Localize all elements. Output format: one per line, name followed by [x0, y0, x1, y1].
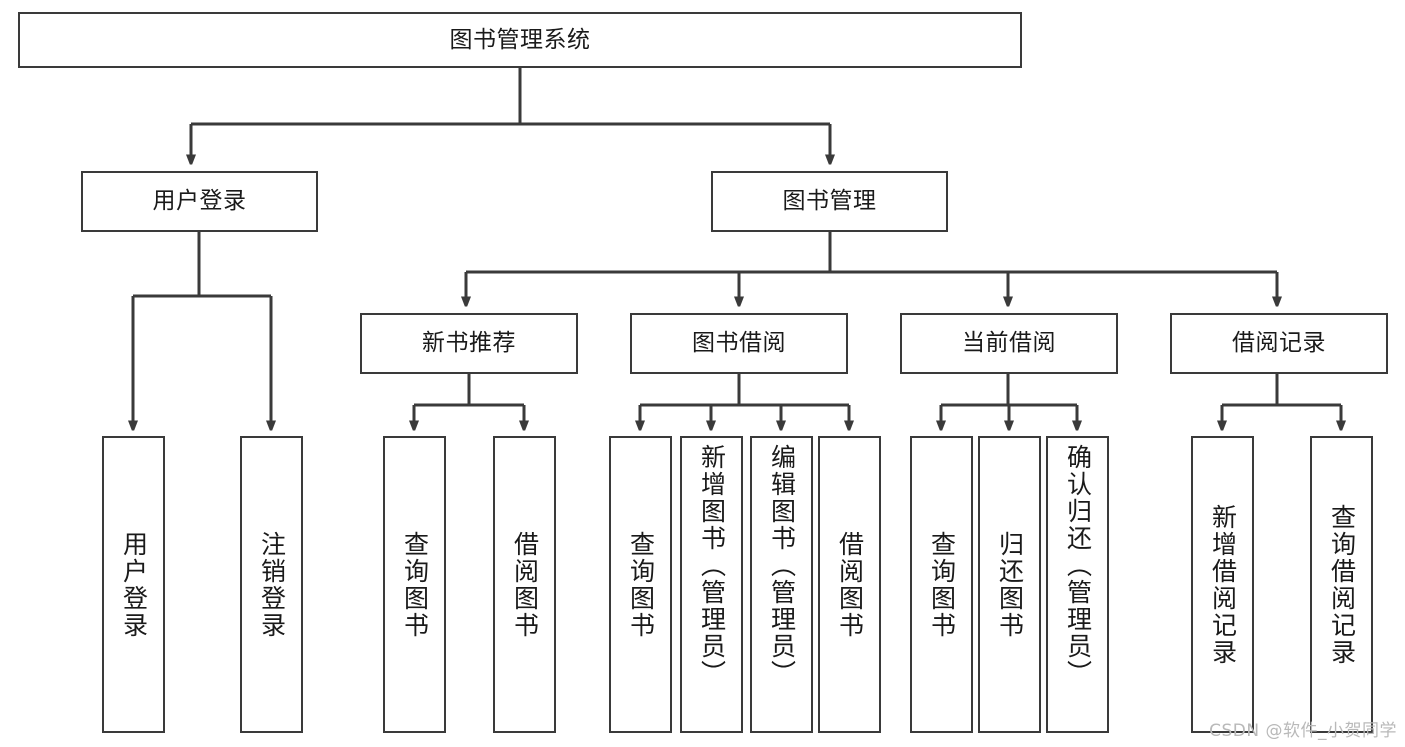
node-leaf-query-record-label: 查询借阅记录	[1327, 503, 1357, 666]
node-leaf-user-login[interactable]: 用户登录	[102, 436, 165, 733]
node-book-management-label: 图书管理	[782, 188, 877, 215]
node-leaf-borrow-book-1-label: 借阅图书	[510, 530, 540, 639]
node-user-login[interactable]: 用户登录	[81, 171, 318, 232]
node-leaf-user-logout-label: 注销登录	[257, 530, 287, 639]
node-user-login-label: 用户登录	[152, 188, 247, 215]
node-leaf-add-record-label: 新增借阅记录	[1208, 503, 1238, 666]
node-leaf-user-logout[interactable]: 注销登录	[240, 436, 303, 733]
node-borrow-record[interactable]: 借阅记录	[1170, 313, 1388, 374]
node-new-book-recommend[interactable]: 新书推荐	[360, 313, 578, 374]
node-book-borrow[interactable]: 图书借阅	[630, 313, 848, 374]
node-leaf-add-book[interactable]: 新增图书（管理员）	[680, 436, 743, 733]
node-book-borrow-label: 图书借阅	[692, 330, 786, 357]
node-leaf-borrow-book-2-label: 借阅图书	[835, 530, 865, 639]
node-leaf-return-book[interactable]: 归还图书	[978, 436, 1041, 733]
node-leaf-borrow-book-1[interactable]: 借阅图书	[493, 436, 556, 733]
node-leaf-user-login-label: 用户登录	[119, 530, 149, 639]
node-leaf-confirm-return[interactable]: 确认归还（管理员）	[1046, 436, 1109, 733]
node-leaf-confirm-return-label: 确认归还（管理员）	[1063, 444, 1093, 687]
node-leaf-query-record[interactable]: 查询借阅记录	[1310, 436, 1373, 733]
node-leaf-query-book-1-label: 查询图书	[400, 530, 430, 639]
node-new-book-recommend-label: 新书推荐	[422, 330, 516, 357]
node-leaf-add-record[interactable]: 新增借阅记录	[1191, 436, 1254, 733]
node-leaf-add-book-label: 新增图书（管理员）	[697, 444, 727, 687]
node-leaf-borrow-book-2[interactable]: 借阅图书	[818, 436, 881, 733]
node-book-management[interactable]: 图书管理	[711, 171, 948, 232]
node-leaf-edit-book[interactable]: 编辑图书（管理员）	[750, 436, 813, 733]
node-current-borrow-label: 当前借阅	[962, 330, 1056, 357]
node-borrow-record-label: 借阅记录	[1232, 330, 1326, 357]
node-current-borrow[interactable]: 当前借阅	[900, 313, 1118, 374]
node-root[interactable]: 图书管理系统	[18, 12, 1022, 68]
node-leaf-return-book-label: 归还图书	[995, 530, 1025, 639]
node-leaf-query-book-2[interactable]: 查询图书	[609, 436, 672, 733]
node-leaf-query-book-3[interactable]: 查询图书	[910, 436, 973, 733]
node-leaf-query-book-1[interactable]: 查询图书	[383, 436, 446, 733]
node-leaf-edit-book-label: 编辑图书（管理员）	[767, 444, 797, 687]
node-root-label: 图书管理系统	[449, 26, 591, 53]
node-leaf-query-book-3-label: 查询图书	[927, 530, 957, 639]
node-leaf-query-book-2-label: 查询图书	[626, 530, 656, 639]
